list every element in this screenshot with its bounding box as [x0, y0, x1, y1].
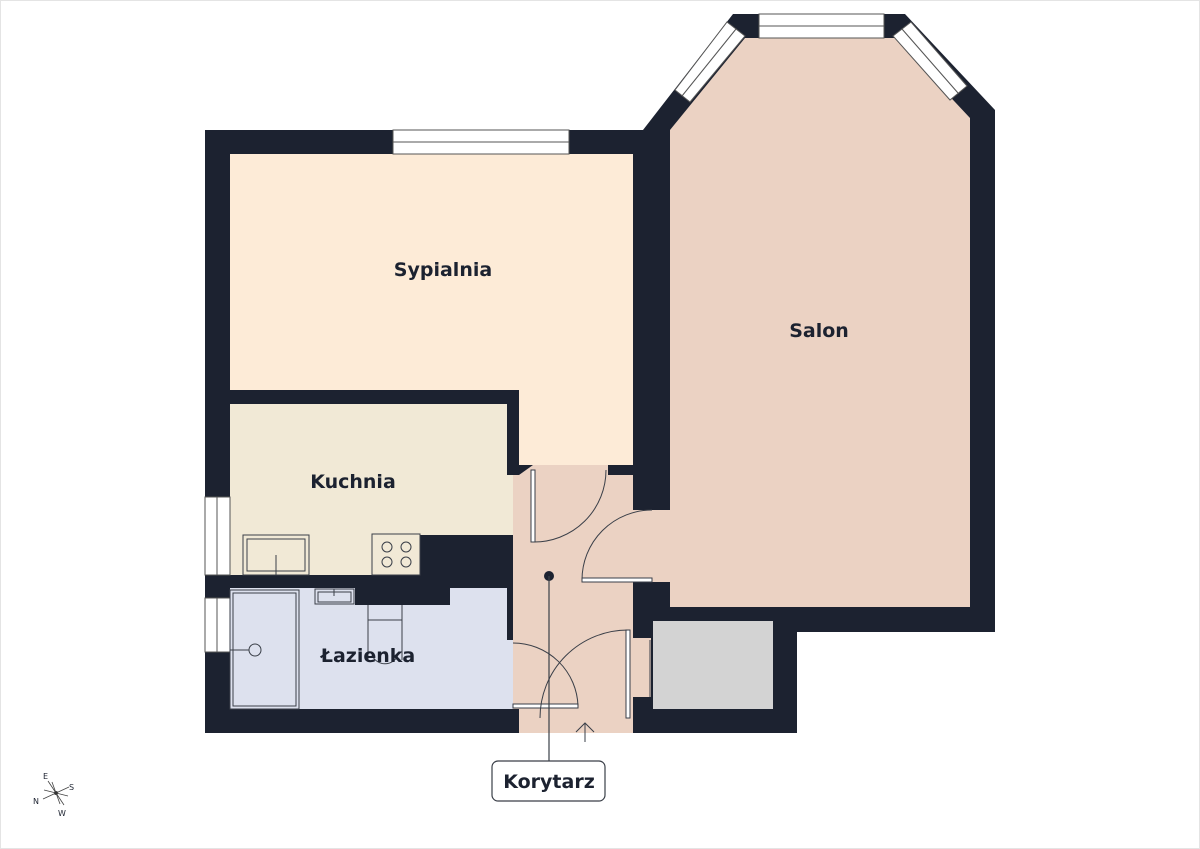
entrance-arrow-icon	[575, 722, 595, 742]
room-hallway	[513, 465, 670, 733]
hallway-balcony-gap	[633, 638, 651, 697]
label-living-room: Salon	[789, 320, 849, 342]
kitchen-sink-icon	[242, 534, 310, 576]
compass-n: N	[33, 797, 39, 806]
washbasin-icon	[314, 588, 355, 605]
compass-w: W	[58, 809, 66, 818]
toilet-icon	[367, 605, 403, 665]
compass-e: E	[43, 772, 48, 781]
doors	[512, 469, 653, 719]
stove-icon	[371, 533, 421, 576]
shower-tray-icon	[229, 589, 300, 710]
compass-icon	[42, 780, 70, 806]
compass-s: S	[69, 783, 74, 792]
label-hallway: Korytarz	[503, 771, 595, 793]
room-bedroom	[230, 154, 633, 465]
label-bedroom: Sypialnia	[394, 259, 492, 281]
room-kitchen	[230, 404, 513, 575]
room-balcony	[653, 621, 773, 709]
hallway-marker	[544, 571, 554, 761]
label-bathroom: Łazienka	[320, 645, 415, 667]
room-living	[670, 38, 970, 607]
hallway-label-box	[491, 760, 606, 802]
label-kitchen: Kuchnia	[310, 471, 396, 493]
windows	[204, 13, 968, 653]
room-bathroom	[230, 588, 513, 709]
